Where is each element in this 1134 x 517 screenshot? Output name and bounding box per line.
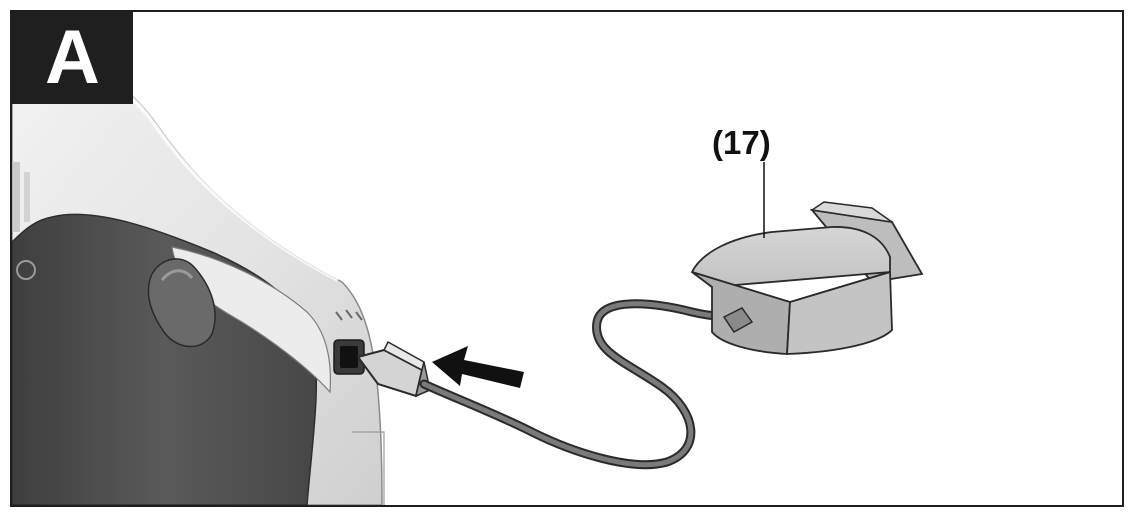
tool-housing xyxy=(12,63,385,505)
insert-arrow xyxy=(432,346,524,388)
illustration xyxy=(12,63,924,505)
figure-frame: A (17) xyxy=(10,10,1124,507)
charger-adapter xyxy=(690,201,924,355)
charging-cable xyxy=(419,299,747,470)
callout-label-17: (17) xyxy=(712,124,771,161)
usb-plug xyxy=(356,340,431,398)
panel-letter-badge: A xyxy=(12,12,133,104)
